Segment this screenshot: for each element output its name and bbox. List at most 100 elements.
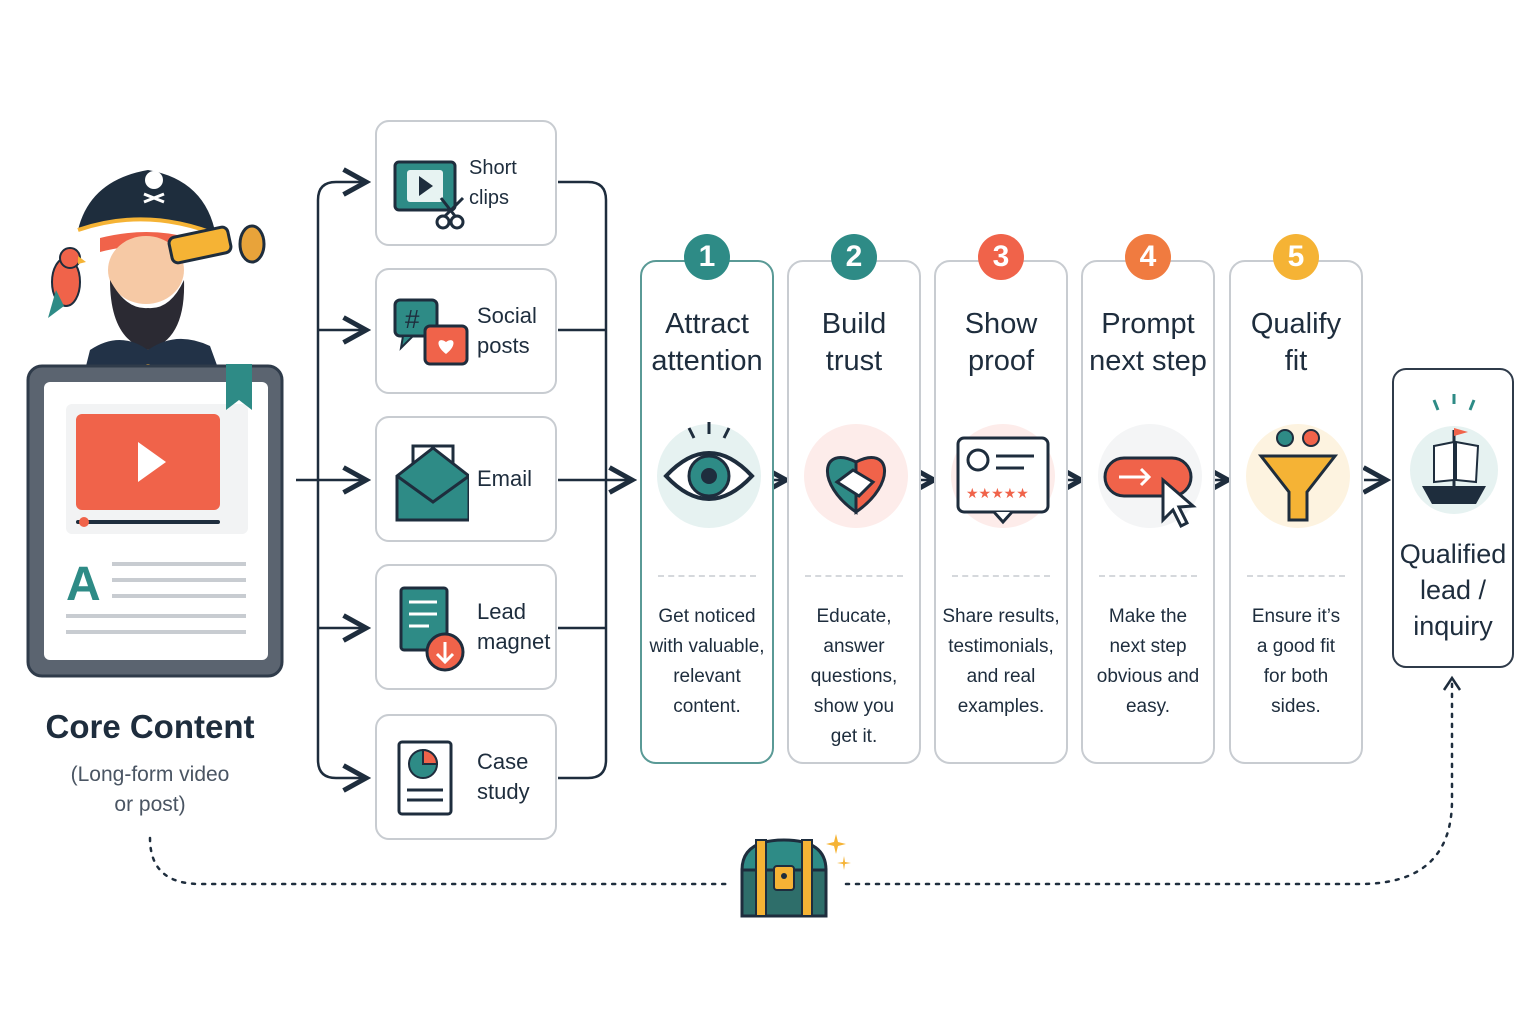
testimonial-card-icon: ★★★★★ [951,424,1055,528]
step-desc-line: with valuable, [649,636,765,657]
step-divider [805,575,903,577]
core-content-subtitle: (Long-form video or post) [40,760,260,820]
core-content-document-icon: A [26,364,284,678]
step-title: Qualify fit [1231,306,1361,380]
step-divider [1099,575,1197,577]
step-desc-line: and real [966,666,1036,687]
core-subtitle-line2: or post) [114,793,186,816]
step-desc-line: questions, [810,666,898,687]
branch-to-case-study-arrow [316,480,366,778]
step-desc-line: for both [1263,666,1329,687]
step-title-line2: proof [967,345,1035,377]
result-label-line: inquiry [1413,611,1493,641]
channel-label-line1: Short clips [469,157,517,209]
svg-text:#: # [405,304,420,334]
channel-label: Lead magnet [477,566,551,688]
step-title: Show proof [936,306,1066,380]
step-title-line1: Show [964,308,1038,340]
step-desc-line: easy. [1125,696,1170,717]
eye-icon [657,422,761,528]
step-desc-line: content. [673,696,741,717]
step-desc-line: next step [1109,636,1187,657]
step-title: Build trust [789,306,919,380]
treasure-chest-icon [740,834,851,918]
ship-icon [1410,394,1498,514]
cta-button-cursor-icon [1098,424,1202,529]
step-desc-line: a good fit [1256,636,1336,657]
loop-arrowhead [1442,675,1462,691]
step-title-line2: attention [651,345,763,377]
channel-label-line1: Social [477,303,537,328]
video-clip-scissors-icon [393,160,465,230]
qualified-lead-box: Qualified lead / inquiry [1392,368,1514,668]
step-desc-line: get it. [830,726,878,747]
channel-social-posts: # Social posts [375,268,557,394]
step-desc-line: testimonials, [948,636,1054,657]
qualified-lead-label: Qualified lead / inquiry [1394,536,1512,644]
step-desc-line: examples. [957,696,1045,717]
result-label-line: lead / [1419,575,1487,605]
channel-email: Email [375,416,557,542]
step-number-badge: 1 [684,234,730,280]
step-number-badge: 3 [978,234,1024,280]
step-attract-attention: 1 Attract attention Get noticed with val… [640,234,774,764]
step-title-line1: Attract [665,308,749,340]
channel-label: Email [477,418,549,540]
channel-label: Case study [477,716,549,838]
step-number-badge: 2 [831,234,877,280]
channel-case-study: Case study [375,714,557,840]
step-divider [1247,575,1345,577]
channel-label-line2: magnet [477,629,551,654]
step-divider [658,575,756,577]
step-desc-line: Educate, [816,606,892,627]
step-title: Prompt next step [1083,306,1213,380]
channel-label-line2: posts [477,333,530,358]
step-desc-line: sides. [1271,696,1321,717]
social-chat-icon: # [393,298,469,366]
step-show-proof: 3 Show proof ★★★★★ Share results, testim… [934,234,1068,764]
step-title-line1: Build [821,308,887,340]
step-desc-line: relevant [673,666,741,687]
step-prompt-next-step: 4 Prompt next step Make the next step ob… [1081,234,1215,764]
envelope-icon [395,444,469,522]
step-number-badge: 4 [1125,234,1171,280]
step-description: Educate, answer questions, show you get … [793,602,915,752]
step-description: Make the next step obvious and easy. [1087,602,1209,722]
step-desc-line: answer [823,636,885,657]
step-description: Share results, testimonials, and real ex… [940,602,1062,722]
step-divider [952,575,1050,577]
pirate-mascot-illustration [48,170,266,390]
channel-label: Short clips [469,122,549,244]
step-title: Attract attention [642,306,772,380]
channel-label-line1: Lead [477,599,526,624]
heart-handshake-icon [804,424,908,528]
funnel-icon [1246,424,1350,528]
step-title-line2: next step [1089,345,1207,377]
step-desc-line: Share results, [942,606,1060,627]
svg-text:★★★★★: ★★★★★ [966,486,1029,502]
svg-text:A: A [66,558,101,611]
core-content-title: Core Content [45,708,255,745]
core-subtitle-line1: (Long-form video [70,763,230,786]
step-description: Get noticed with valuable, relevant cont… [646,602,768,722]
step-desc-line: obvious and [1096,666,1200,687]
step-title-line1: Prompt [1101,308,1195,340]
step-title-line2: trust [825,345,883,377]
step-desc-line: show you [813,696,895,717]
step-desc-line: Get noticed [658,606,756,627]
channel-label-line1: Case [477,749,529,774]
download-document-icon [399,586,465,672]
step-qualify-fit: 5 Qualify fit Ensure it’s a good fit for… [1229,234,1363,764]
step-build-trust: 2 Build trust Educate, answer questions,… [787,234,921,764]
step-title-line1: Qualify [1250,308,1342,340]
report-pie-icon [397,740,453,816]
channel-label-line1: Email [477,466,533,491]
step-description: Ensure it’s a good fit for both sides. [1235,602,1357,722]
channel-label-line2: study [477,779,530,804]
loop-line-left [148,836,734,886]
channel-label: Social posts [477,270,549,392]
result-label-line: Qualified [1399,539,1507,569]
step-title-line2: fit [1284,345,1308,377]
